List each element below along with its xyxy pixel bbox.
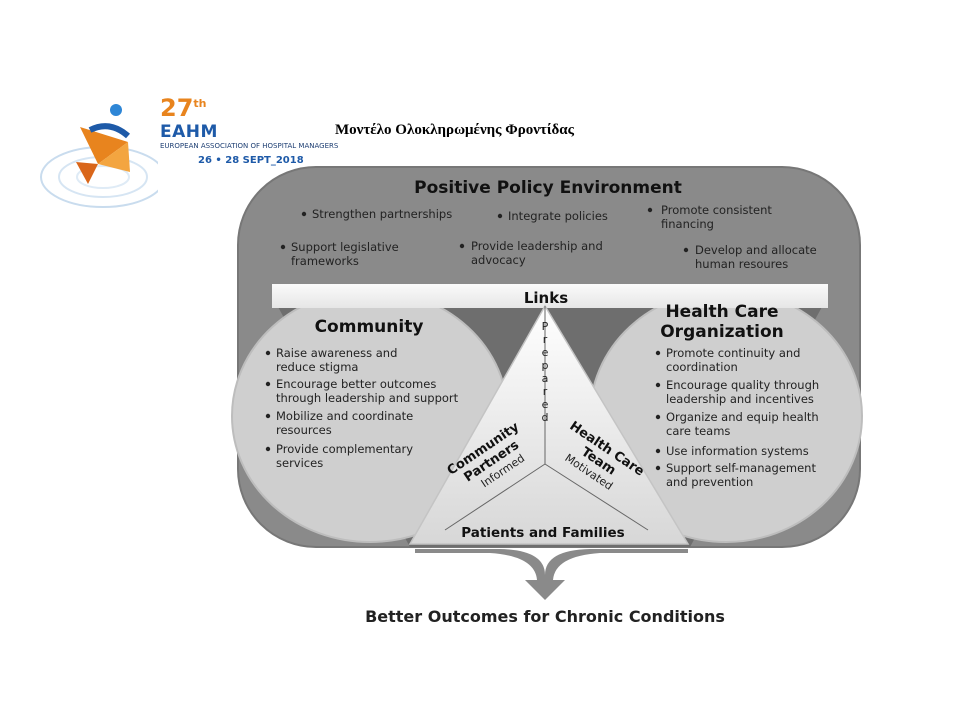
eahm-logo: 27th EAHM EUROPEAN ASSOCIATION OF HOSPIT… bbox=[28, 92, 338, 227]
hco-item-continuity-1: Promote continuity and bbox=[666, 346, 800, 360]
hco-item-teams-2: care teams bbox=[666, 424, 730, 438]
policy-item-strengthen: Strengthen partnerships bbox=[312, 207, 452, 221]
prepared-letter: e bbox=[542, 398, 549, 411]
slide-title: Μοντέλο Ολοκληρωμένης Φροντίδας bbox=[335, 122, 574, 138]
patients-families-label: Patients and Families bbox=[461, 525, 624, 541]
logo-year-suffix: th bbox=[193, 97, 207, 110]
policy-item-financing-1: Promote consistent bbox=[661, 203, 772, 217]
policy-item-legislative-2: frameworks bbox=[291, 254, 359, 268]
links-label: Links bbox=[524, 289, 568, 307]
outcome-label: Better Outcomes for Chronic Conditions bbox=[365, 607, 725, 626]
community-title: Community bbox=[315, 317, 424, 337]
hco-title-line2: Organization bbox=[660, 322, 784, 342]
policy-item-legislative-1: Support legislative bbox=[291, 240, 399, 254]
logo-subtitle: EUROPEAN ASSOCIATION OF HOSPITAL MANAGER… bbox=[160, 142, 339, 150]
community-item-outcomes-2: through leadership and support bbox=[276, 391, 459, 405]
community-item-awareness-2: reduce stigma bbox=[276, 360, 358, 374]
community-item-mobilize-1: Mobilize and coordinate bbox=[276, 409, 413, 423]
policy-title: Positive Policy Environment bbox=[414, 178, 682, 198]
logo-dates: 26 • 28 SEPT_2018 bbox=[198, 155, 304, 166]
policy-item-resources-1: Develop and allocate bbox=[695, 243, 817, 257]
community-item-services-2: services bbox=[276, 456, 323, 470]
prepared-letter: e bbox=[542, 346, 549, 359]
hco-item-self-management-2: and prevention bbox=[666, 475, 753, 489]
prepared-letter: P bbox=[542, 320, 549, 333]
prepared-letter: r bbox=[543, 333, 548, 346]
logo-org: EAHM bbox=[160, 122, 218, 142]
hco-item-information: Use information systems bbox=[666, 444, 809, 458]
community-item-mobilize-2: resources bbox=[276, 423, 332, 437]
compass-rose-icon bbox=[40, 104, 166, 208]
policy-item-leadership-1: Provide leadership and bbox=[471, 239, 603, 253]
hco-item-quality-2: leadership and incentives bbox=[666, 392, 814, 406]
policy-item-leadership-2: advocacy bbox=[471, 253, 526, 267]
prepared-letter: r bbox=[543, 385, 548, 398]
hco-item-continuity-2: coordination bbox=[666, 360, 738, 374]
community-item-services-1: Provide complementary bbox=[276, 442, 413, 456]
links-band bbox=[272, 284, 828, 308]
logo-year: 27 bbox=[160, 94, 194, 122]
policy-item-resources-2: human resoures bbox=[695, 257, 788, 271]
hco-item-quality-1: Encourage quality through bbox=[666, 378, 819, 392]
policy-item-financing-2: financing bbox=[661, 217, 714, 231]
central-triangle bbox=[408, 304, 690, 545]
hco-item-self-management-1: Support self-management bbox=[666, 461, 816, 475]
community-item-awareness-1: Raise awareness and bbox=[276, 346, 397, 360]
outcome-arrow bbox=[415, 549, 688, 600]
prepared-letter: a bbox=[542, 372, 549, 385]
prepared-letter: d bbox=[542, 411, 549, 424]
prepared-letter: p bbox=[542, 359, 549, 372]
hco-item-teams-1: Organize and equip health bbox=[666, 410, 819, 424]
community-item-outcomes-1: Encourage better outcomes bbox=[276, 377, 436, 391]
policy-item-integrate: Integrate policies bbox=[508, 209, 608, 223]
hco-title-line1: Health Care bbox=[665, 302, 778, 322]
